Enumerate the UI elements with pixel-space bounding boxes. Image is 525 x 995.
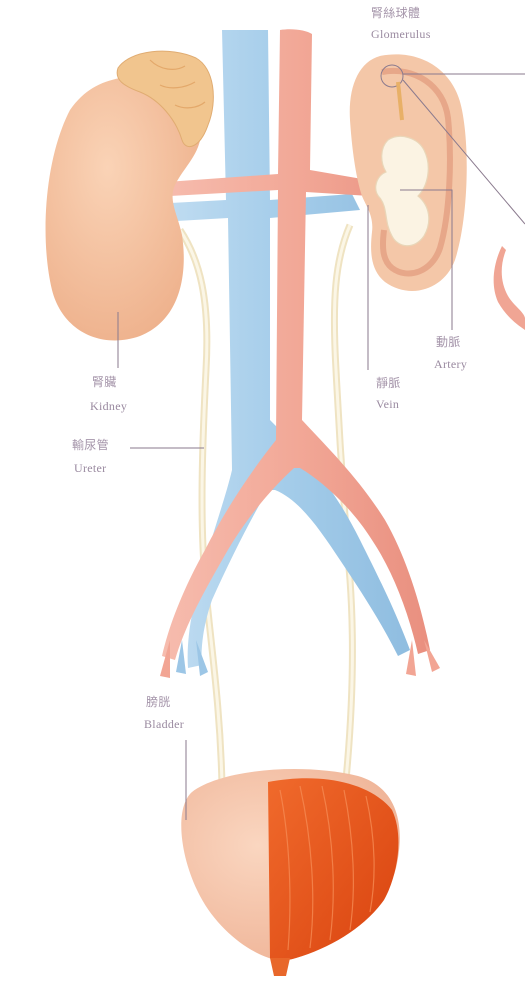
ureter-label-en: Ureter <box>74 461 107 475</box>
leader-lines <box>117 73 525 820</box>
glomerulus-label-en: Glomerulus <box>371 27 431 41</box>
right-kidney-section <box>349 54 467 291</box>
vessel-fragment <box>493 246 525 330</box>
vein-label-zh: 靜脈 <box>376 376 401 390</box>
artery-label-en: Artery <box>434 357 468 371</box>
vein-vessel <box>152 30 410 676</box>
left-ureter-highlight <box>178 229 224 786</box>
artery-label-zh: 動脈 <box>436 335 461 349</box>
left-kidney <box>45 50 214 341</box>
kidney-label-en: Kidney <box>90 399 128 413</box>
renal-pelvis <box>375 135 430 247</box>
left-adrenal-gland <box>116 50 214 148</box>
vein-label-en: Vein <box>376 397 400 411</box>
ureter-label-zh: 輸尿管 <box>72 438 109 452</box>
glomerulus-dot <box>380 64 404 88</box>
bladder <box>181 769 400 976</box>
kidney-label-zh: 腎臟 <box>92 375 117 389</box>
glomerulus-label-zh: 腎絲球體 <box>371 6 421 20</box>
bladder-label-zh: 膀胱 <box>146 695 171 709</box>
bladder-label-en: Bladder <box>144 717 185 731</box>
